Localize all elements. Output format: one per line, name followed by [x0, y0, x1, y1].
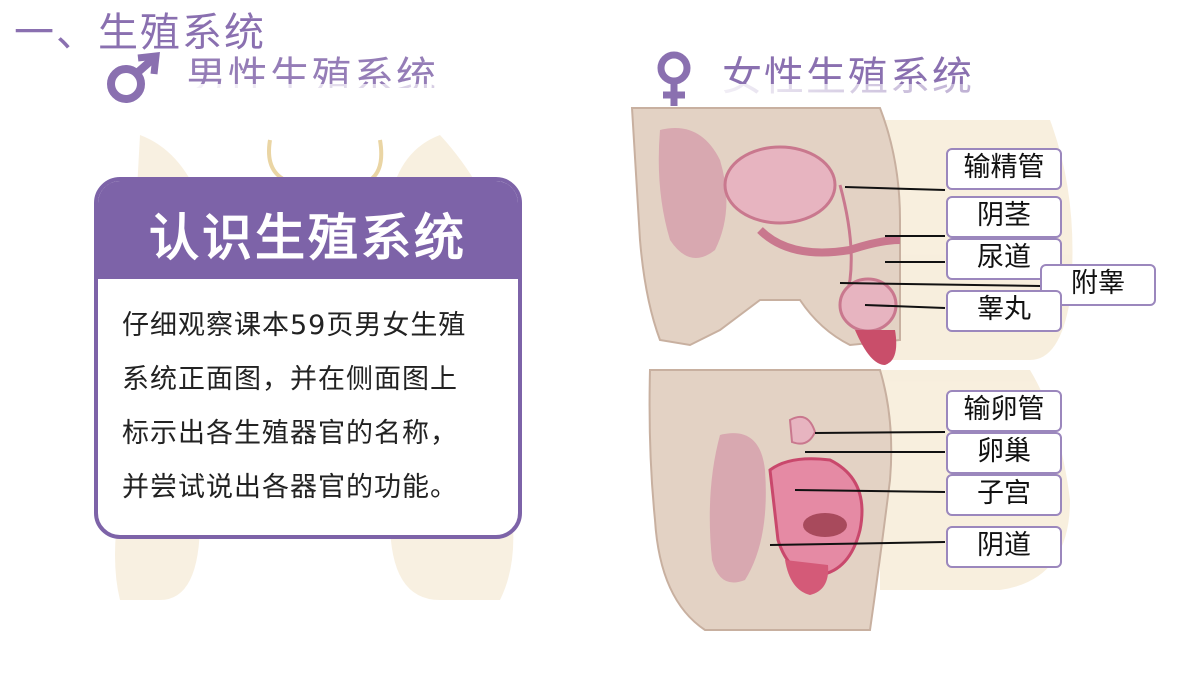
task-card: 认识生殖系统 仔细观察课本59页男女生殖 系统正面图，并在侧面图上 标示出各生殖… [94, 177, 522, 539]
female-symbol-icon [657, 51, 691, 106]
heading-fade-overlay [150, 84, 450, 106]
task-card-line: 并尝试说出各器官的功能。 [122, 472, 458, 503]
male-symbol-icon [107, 52, 160, 103]
female-heading-fade-overlay [712, 84, 1002, 104]
task-card-line: 标示出各生殖器官的名称， [122, 418, 458, 449]
label-vagina: 阴道 [946, 526, 1062, 568]
right-body-background [880, 120, 1073, 590]
male-side-section [630, 107, 901, 365]
label-uterus: 子宫 [946, 474, 1062, 516]
male-section-heading: 男性生殖系统 [186, 54, 438, 88]
task-card-header [98, 181, 518, 279]
female-leader-lines [769, 431, 946, 546]
male-leader-lines [839, 186, 1041, 309]
label-penis: 阴茎 [946, 196, 1062, 238]
label-vas-deferens: 输精管 [946, 148, 1062, 190]
label-urethra: 尿道 [946, 238, 1062, 280]
slide-title: 一、生殖系统 [14, 10, 266, 56]
label-testis: 睾丸 [946, 290, 1062, 332]
task-card-line: 仔细观察课本59页男女生殖 [122, 310, 467, 341]
female-side-section [648, 369, 893, 631]
task-card-title: 认识生殖系统 [149, 209, 467, 267]
task-card-line: 系统正面图，并在侧面图上 [122, 364, 458, 395]
label-ovary: 卵巢 [946, 432, 1062, 474]
label-oviduct: 输卵管 [946, 390, 1062, 432]
